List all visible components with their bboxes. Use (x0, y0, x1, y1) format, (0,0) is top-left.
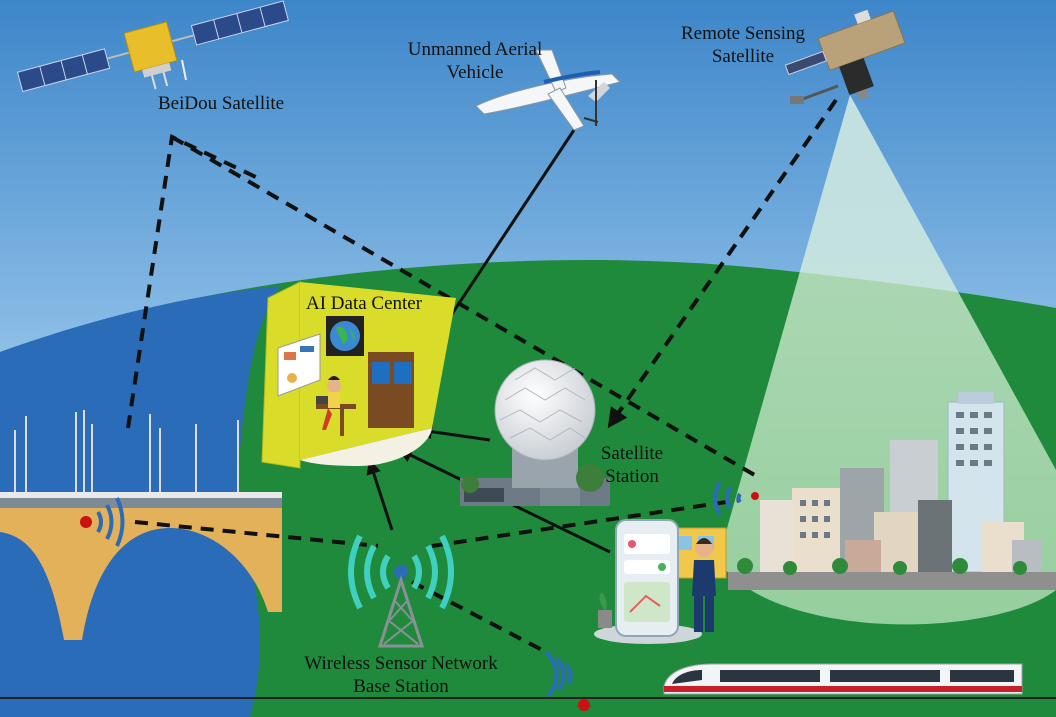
satellite-station-label-line2: Station (605, 466, 659, 487)
ai-data-center-icon (261, 281, 456, 469)
remote-sensing-label: Remote Sensing Satellite (660, 22, 826, 68)
satellite-icon (784, 9, 906, 104)
bridge (0, 410, 282, 640)
wsn-bridge-link (134, 520, 379, 548)
city-sensor-icon (713, 480, 759, 516)
wsn-ai-link (366, 459, 394, 531)
uav-label-line2: Vehicle (446, 62, 504, 83)
satellite-station-icon (460, 359, 610, 506)
bridge-sensor-icon (80, 497, 125, 547)
rail-sensor-icon (544, 650, 590, 711)
antenna-tower-icon (348, 534, 454, 648)
wsn-label-line1: Wireless Sensor Network (304, 653, 498, 674)
beidou-satellite-label: BeiDou Satellite (158, 93, 285, 114)
airplane-icon (475, 49, 621, 131)
remote-sensing-label-line2: Satellite (711, 46, 775, 67)
station-ai-link (417, 424, 491, 442)
city-buildings (728, 392, 1056, 590)
satellite-station-label-line1: Satellite (600, 443, 664, 464)
ai-data-center-label: AI Data Center (306, 293, 423, 314)
satellite-icon (16, 0, 289, 93)
wsn-rail-link (411, 580, 547, 654)
beidou-city-link (170, 135, 760, 479)
wsn-label-line2: Base Station (353, 676, 449, 697)
uav-ai-link (436, 129, 576, 338)
uav-label-line1: Unmanned Aerial (407, 39, 543, 60)
smartphone-icon (594, 519, 727, 644)
train-icon (663, 663, 1023, 695)
wsn-label: Wireless Sensor Network Base Station (276, 652, 526, 698)
satellite-station-label: Satellite Station (584, 442, 680, 488)
remote-sensing-label-line1: Remote Sensing (680, 23, 806, 44)
mobile-user-person (692, 538, 716, 632)
uav-label: Unmanned Aerial Vehicle (390, 38, 560, 84)
wsn-city-link (431, 498, 741, 548)
